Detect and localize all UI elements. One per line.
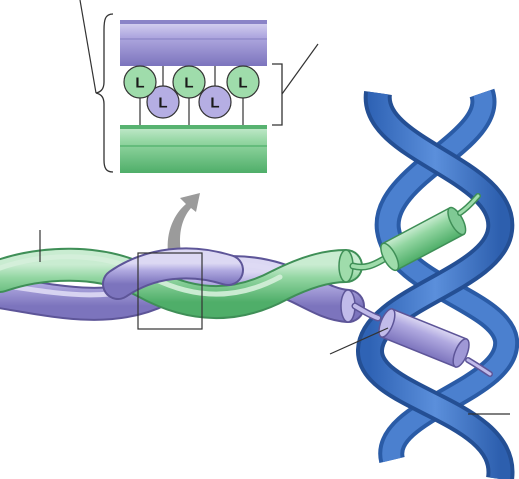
green-band-edge [120, 125, 267, 129]
inset-brace-leader-line [79, 0, 97, 94]
green-band-stripe [120, 145, 267, 147]
dna-double-helix [356, 88, 519, 479]
inset-right-bracket [272, 63, 283, 126]
residue-green-3-label: L [238, 75, 247, 92]
purple-helix-band [120, 20, 267, 66]
curved-arrow-icon [167, 193, 200, 252]
residue-purple-2-label: L [210, 95, 219, 112]
purple-band-edge [120, 20, 267, 24]
residue-purple-2: L [198, 85, 232, 119]
residue-stems [139, 66, 244, 125]
dna-strand-front-highlight [360, 91, 511, 479]
purple-helix-crossover-fill [104, 249, 242, 298]
green-cylinder-cap-left [380, 242, 400, 272]
residue-green-3: L [226, 65, 260, 99]
residue-green-2: L [172, 65, 206, 99]
residue-green-1: L [123, 65, 157, 99]
residue-purple-1-label: L [158, 95, 167, 112]
residue-green-1-label: L [135, 75, 144, 92]
green-helix-band [120, 125, 267, 173]
inset-left-brace [95, 13, 114, 173]
residue-green-2-label: L [184, 75, 193, 92]
inset-bracket-leader-line [281, 43, 319, 95]
purple-cylinder-cap-right [452, 338, 470, 368]
purple-dna-binding-domain [329, 302, 493, 377]
green-cylinder-cap-right [447, 206, 467, 236]
purple-domain-leader-line [329, 327, 389, 355]
purple-band-stripe [120, 38, 267, 40]
zoom-inset: L L L L L [79, 0, 319, 173]
coiled-coil [0, 230, 365, 330]
zoom-region-box [137, 252, 203, 330]
residue-purple-1: L [146, 85, 180, 119]
green-dna-binding-domain [349, 193, 481, 272]
green-helix-rod-fill [0, 249, 361, 318]
